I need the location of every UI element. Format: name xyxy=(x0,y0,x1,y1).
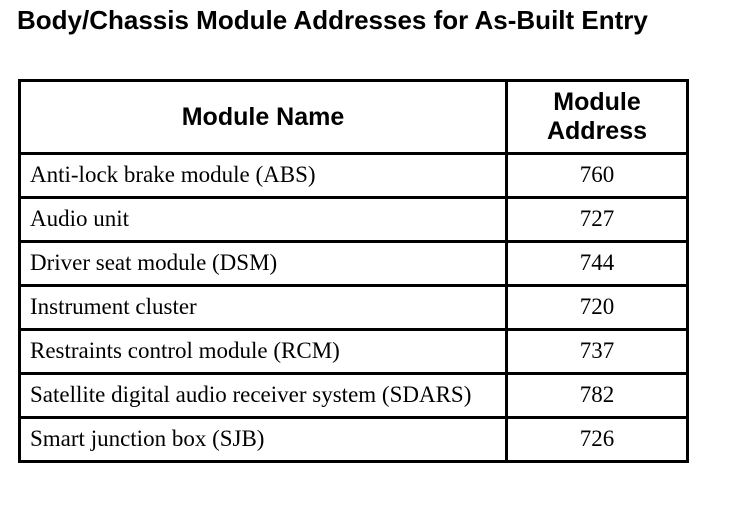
module-name-cell: Satellite digital audio receiver system … xyxy=(18,372,508,419)
column-header-module-name: Module Name xyxy=(18,79,508,155)
table-row: Restraints control module (RCM) 737 xyxy=(18,328,689,375)
module-address-cell: 737 xyxy=(505,328,689,375)
table-row: Audio unit 727 xyxy=(18,196,689,243)
module-address-table: Module Name Module Address Anti-lock bra… xyxy=(18,79,689,463)
module-name-cell: Restraints control module (RCM) xyxy=(18,328,508,375)
module-name-cell: Anti-lock brake module (ABS) xyxy=(18,152,508,199)
table-row: Satellite digital audio receiver system … xyxy=(18,372,689,419)
module-name-cell: Instrument cluster xyxy=(18,284,508,331)
module-address-cell: 760 xyxy=(505,152,689,199)
module-address-cell: 720 xyxy=(505,284,689,331)
table-row: Anti-lock brake module (ABS) 760 xyxy=(18,152,689,199)
table-row: Smart junction box (SJB) 726 xyxy=(18,416,689,463)
module-address-cell: 782 xyxy=(505,372,689,419)
table-header-row: Module Name Module Address xyxy=(18,79,689,155)
module-name-cell: Audio unit xyxy=(18,196,508,243)
module-name-cell: Driver seat module (DSM) xyxy=(18,240,508,287)
module-name-cell: Smart junction box (SJB) xyxy=(18,416,508,463)
column-header-module-address: Module Address xyxy=(505,79,689,155)
page-title: Body/Chassis Module Addresses for As-Bui… xyxy=(17,5,648,35)
module-address-cell: 726 xyxy=(505,416,689,463)
table-row: Driver seat module (DSM) 744 xyxy=(18,240,689,287)
module-address-cell: 727 xyxy=(505,196,689,243)
table-row: Instrument cluster 720 xyxy=(18,284,689,331)
module-address-cell: 744 xyxy=(505,240,689,287)
